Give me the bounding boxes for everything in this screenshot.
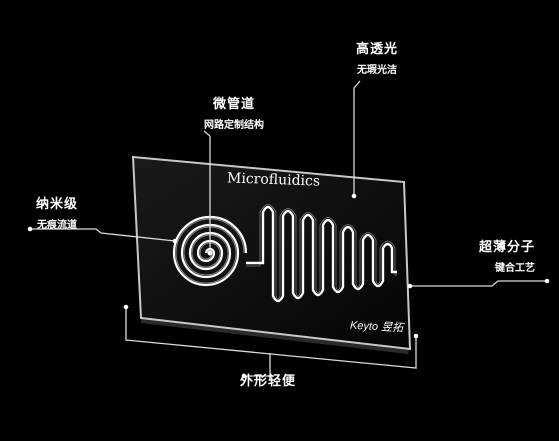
serpentine-channel [246, 205, 397, 303]
callout-subtitle: 网路定制结构 [204, 120, 264, 131]
dot-form-end [241, 373, 247, 379]
serpentine-channel-inner [246, 204, 397, 300]
dot-nano-level-end [27, 226, 33, 232]
leader-nano-level [32, 228, 176, 242]
dot-ultra-thin-end [544, 278, 550, 284]
chip-bottom-edge [141, 318, 410, 354]
callout-title: 高透光 [356, 42, 399, 57]
spiral-channel-inner [175, 218, 245, 284]
dot-nano-level [172, 238, 178, 244]
callout-nano-level: 纳米级 无痕流道 [36, 193, 78, 231]
callout-title: 外形轻便 [240, 374, 297, 389]
dot-form-left [123, 304, 129, 310]
brand-logo: Keyto 昱拓 [349, 319, 404, 335]
callout-subtitle: 键合工艺 [495, 263, 536, 274]
callout-title: 微管道 [212, 97, 255, 112]
chip-label: Microfluidics [226, 170, 321, 190]
callout-title: 超薄分子 [479, 240, 536, 255]
callout-title: 纳米级 [36, 197, 79, 212]
spiral-channel [172, 215, 248, 287]
callout-subtitle: 无瑕光洁 [357, 65, 397, 76]
dot-micro-channel [207, 250, 213, 256]
callout-form: 外形轻便 [240, 370, 296, 389]
leader-micro-channel [203, 130, 211, 248]
leader-high-transmission [353, 80, 361, 196]
callout-micro-channel: 微管道 网路定制结构 [204, 93, 264, 131]
dot-form-right [413, 333, 419, 339]
callout-high-transmission: 高透光 无瑕光洁 [356, 38, 398, 76]
leader-ultra-thin [410, 280, 545, 287]
glass-chip [131, 155, 412, 351]
dot-high-transmission [351, 193, 357, 199]
callout-subtitle: 无痕流道 [37, 220, 77, 231]
leader-form [246, 353, 271, 377]
callout-ultra-thin: 超薄分子 键合工艺 [479, 236, 535, 274]
dot-ultra-thin [407, 283, 413, 289]
bracket-form [125, 307, 417, 369]
